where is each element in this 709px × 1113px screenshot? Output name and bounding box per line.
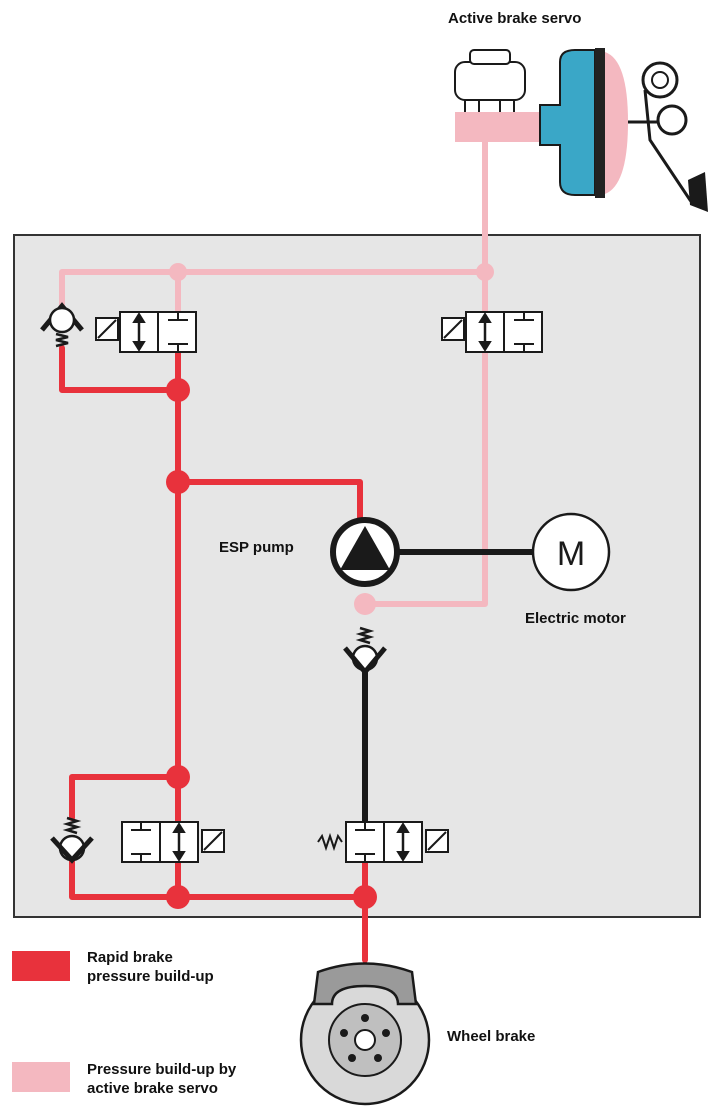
junction-dot <box>476 263 494 281</box>
electric-motor <box>531 512 611 592</box>
junction-dot <box>166 765 190 789</box>
check-valve-bottom-left <box>50 816 94 864</box>
esp-pump <box>330 517 400 587</box>
junction-dots <box>166 263 494 909</box>
junction-dot <box>354 593 376 615</box>
black-lines <box>362 549 538 827</box>
wheel-brake <box>299 962 431 1106</box>
junction-dot <box>166 470 190 494</box>
junction-dot <box>169 263 187 281</box>
solenoid-valve-bottom-middle <box>317 821 449 863</box>
legend-label-rapid: Rapid brake pressure build-up <box>87 949 214 985</box>
servo-pressure-lines <box>59 137 488 607</box>
motor-letter: M <box>557 535 585 573</box>
legend-label-servo: Pressure build-up by active brake servo <box>87 1061 237 1097</box>
junction-dot <box>353 885 377 909</box>
solenoid-valve-bottom-left <box>121 821 225 863</box>
electric-motor-label: Electric motor <box>525 610 626 627</box>
legend-swatch-rapid <box>12 951 70 981</box>
solenoid-valve-top-right <box>441 311 543 353</box>
legend-swatch-servo <box>12 1062 70 1092</box>
active-brake-servo-label: Active brake servo <box>448 10 582 27</box>
esp-pump-label: ESP pump <box>219 539 294 556</box>
check-valve-top-left <box>40 302 84 348</box>
junction-dot <box>166 885 190 909</box>
solenoid-valve-top-left <box>95 311 197 353</box>
junction-dot <box>166 378 190 402</box>
wheel-brake-label: Wheel brake <box>447 1028 536 1045</box>
active-brake-servo <box>454 48 708 212</box>
check-valve-middle <box>343 626 387 676</box>
rapid-pressure-lines <box>59 345 368 963</box>
